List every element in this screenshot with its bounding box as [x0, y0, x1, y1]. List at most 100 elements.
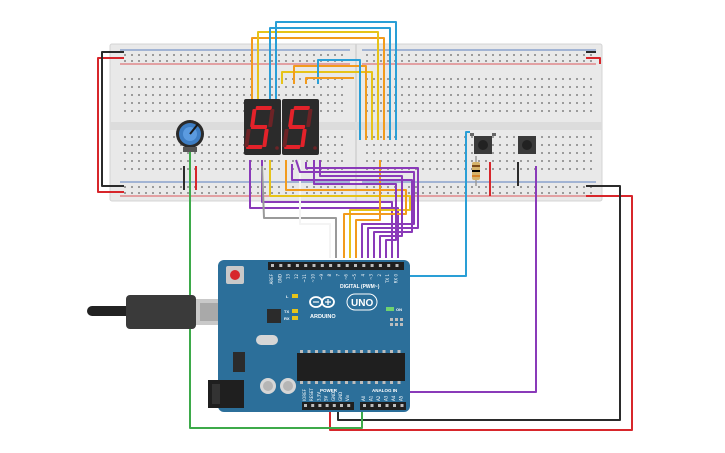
- digital-pin-label: 2: [377, 274, 382, 277]
- voltage-regulator: [233, 352, 245, 372]
- atmega-chip-pins: [300, 350, 401, 384]
- digital-header-label: DIGITAL (PWM~): [340, 284, 380, 290]
- digital-pin[interactable]: [304, 264, 308, 267]
- segment-a: [255, 106, 272, 110]
- power-pin[interactable]: [311, 404, 315, 407]
- digital-pin[interactable]: [271, 264, 274, 267]
- wire-purple-b5: [291, 164, 413, 258]
- power-pin[interactable]: [318, 404, 322, 407]
- capacitor: [280, 378, 296, 394]
- analog-pin-label: A1: [369, 395, 374, 401]
- digital-pin-label: ~11: [302, 274, 307, 283]
- segment-f: [288, 109, 295, 127]
- power-pin-label: 5V: [324, 395, 329, 401]
- digital-pin[interactable]: [320, 264, 324, 267]
- l-led: [292, 294, 298, 298]
- power-pin-label: GND: [338, 392, 343, 401]
- power-pin-label: Vin: [345, 394, 350, 401]
- digital-pin-label: ~5: [352, 274, 357, 280]
- digital-pin[interactable]: [329, 264, 333, 267]
- digital-pin[interactable]: [287, 264, 291, 267]
- segment-c: [262, 129, 269, 147]
- wire-red-left-rail: [97, 57, 124, 193]
- digital-pin[interactable]: [279, 264, 283, 267]
- power-pin-label: 3.3V: [316, 392, 321, 401]
- icsp-header: [390, 318, 403, 326]
- digital-pin[interactable]: [312, 264, 316, 267]
- power-pin-label: GND: [331, 392, 336, 401]
- power-pin[interactable]: [325, 404, 329, 407]
- power-pin[interactable]: [332, 404, 336, 407]
- wire-purple-b6: [319, 160, 403, 258]
- digital-pin[interactable]: [378, 264, 382, 267]
- reset-button-cap[interactable]: [230, 270, 240, 280]
- segment-g: [288, 125, 306, 129]
- segment-c: [300, 129, 307, 147]
- rx-led-label: RX: [284, 316, 290, 321]
- digital-pin[interactable]: [370, 264, 374, 267]
- analog-pin[interactable]: [363, 404, 366, 407]
- wire-blue-top-a: [275, 21, 397, 140]
- segment-d: [284, 145, 301, 149]
- power-pin[interactable]: [347, 404, 351, 407]
- digital-pin[interactable]: [354, 264, 357, 267]
- potentiometer-icon[interactable]: [176, 120, 204, 152]
- wire-purple-b7: [313, 160, 397, 258]
- digital-pin[interactable]: [337, 264, 341, 267]
- analog-pin-label: A5: [399, 395, 404, 401]
- wire-blue-top-b: [269, 27, 391, 140]
- digital-pin-label: 12: [294, 274, 299, 280]
- wire-orange-b1: [285, 160, 407, 258]
- digital-pin-label: TX 1: [385, 274, 390, 284]
- segment-b: [306, 109, 313, 127]
- wire-black-gnd: [337, 185, 621, 421]
- analog-pin[interactable]: [400, 404, 404, 407]
- digital-pin-label: AREF: [269, 273, 274, 284]
- digital-pin-label: 4: [360, 274, 365, 277]
- segment-dp: [275, 146, 279, 150]
- wire-green-pot: [189, 150, 363, 429]
- digital-pin[interactable]: [387, 264, 391, 267]
- arduino-logo-icon: [309, 296, 335, 308]
- analog-pin[interactable]: [385, 404, 389, 407]
- power-header-label: POWER: [320, 388, 338, 393]
- wire-yellow-top-a: [257, 31, 379, 140]
- wire-orange-top-c: [305, 77, 354, 84]
- digital-pin-label: ~3: [369, 274, 374, 280]
- digital-pin-label: 13: [286, 274, 291, 280]
- analog-pin[interactable]: [370, 404, 374, 407]
- wire-black-left-rail: [101, 51, 124, 187]
- digital-pin-label: 7: [335, 274, 340, 277]
- analog-pin[interactable]: [378, 404, 381, 407]
- digital-pin-label: GND: [277, 274, 282, 283]
- digital-pin[interactable]: [295, 264, 299, 267]
- pushbutton-icon[interactable]: [470, 133, 496, 154]
- seven-segment-display: 5: [0, 0, 319, 155]
- wire-yellow-top-b: [281, 71, 373, 140]
- digital-pin[interactable]: [362, 264, 366, 267]
- tx-led: [292, 309, 298, 313]
- wire-orange-top-b: [293, 65, 367, 140]
- wire-blue-top-c: [317, 59, 361, 140]
- power-pin[interactable]: [304, 404, 307, 407]
- power-pin[interactable]: [340, 404, 343, 407]
- analog-pin[interactable]: [393, 404, 396, 407]
- breadboard: [109, 43, 603, 202]
- segment-e: [282, 129, 289, 147]
- digital-pin-label: ~9: [319, 274, 324, 280]
- digital-pin[interactable]: [395, 264, 399, 267]
- usb-cable-icon: [87, 295, 222, 329]
- analog-pin-label: A2: [376, 395, 381, 401]
- wire-yellow-b: [269, 160, 411, 258]
- digit-left-value: 5: [0, 0, 1, 1]
- analog-header-label: ANALOG IN: [372, 388, 397, 393]
- power-pin-label: RESET: [309, 388, 314, 401]
- pushbutton-icon[interactable]: [518, 136, 536, 154]
- digital-pin[interactable]: [345, 264, 349, 267]
- digital-pin-label: ~10: [311, 274, 316, 283]
- analog-pin-label: A3: [384, 395, 389, 401]
